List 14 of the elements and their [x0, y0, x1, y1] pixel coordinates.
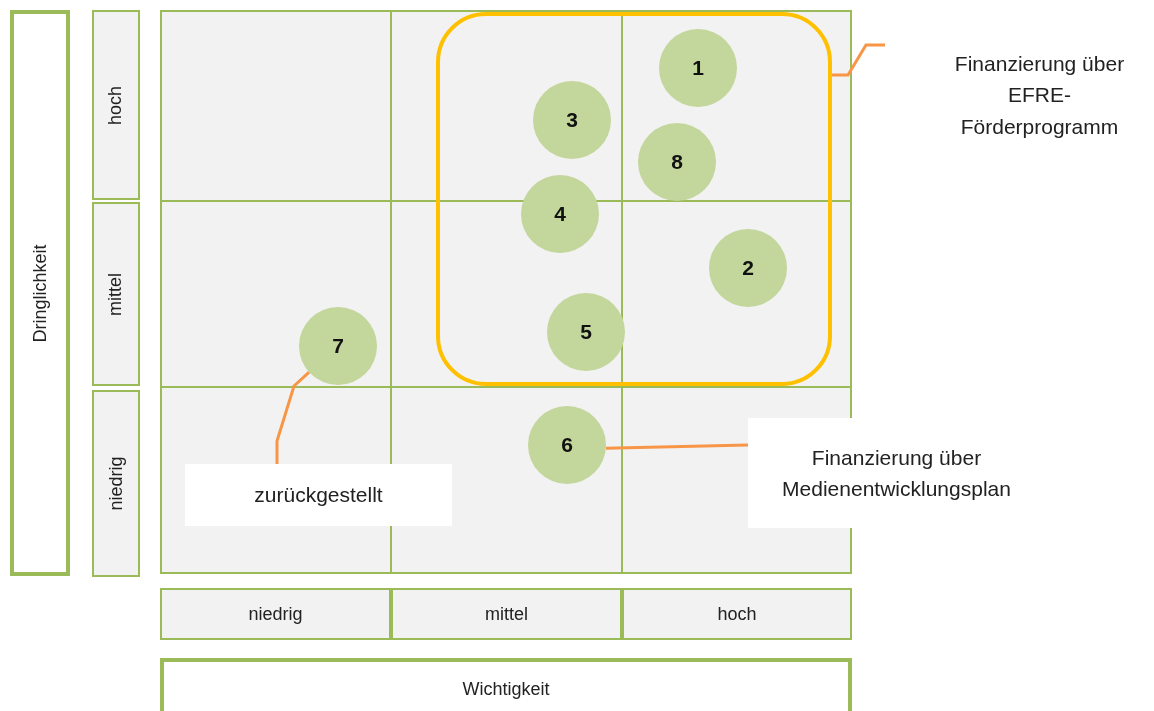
leader-line — [275, 371, 311, 464]
axis-title-box: Wichtigkeit — [160, 658, 852, 711]
axis-label: mittel — [391, 588, 622, 640]
leader-line — [605, 443, 749, 450]
axis-label: mittel — [92, 202, 140, 386]
axis-label: niedrig — [160, 588, 391, 640]
note-text: Finanzierung über EFRE- Förderprogramm — [885, 36, 1154, 154]
leader-line — [832, 43, 885, 77]
axis-label: hoch — [92, 10, 140, 200]
group-outline — [436, 12, 832, 386]
axis-label: niedrig — [92, 390, 140, 577]
axis-label: hoch — [622, 588, 852, 640]
note-box: zurückgestellt — [185, 464, 452, 526]
axis-title-box: Dringlichkeit — [10, 10, 70, 576]
